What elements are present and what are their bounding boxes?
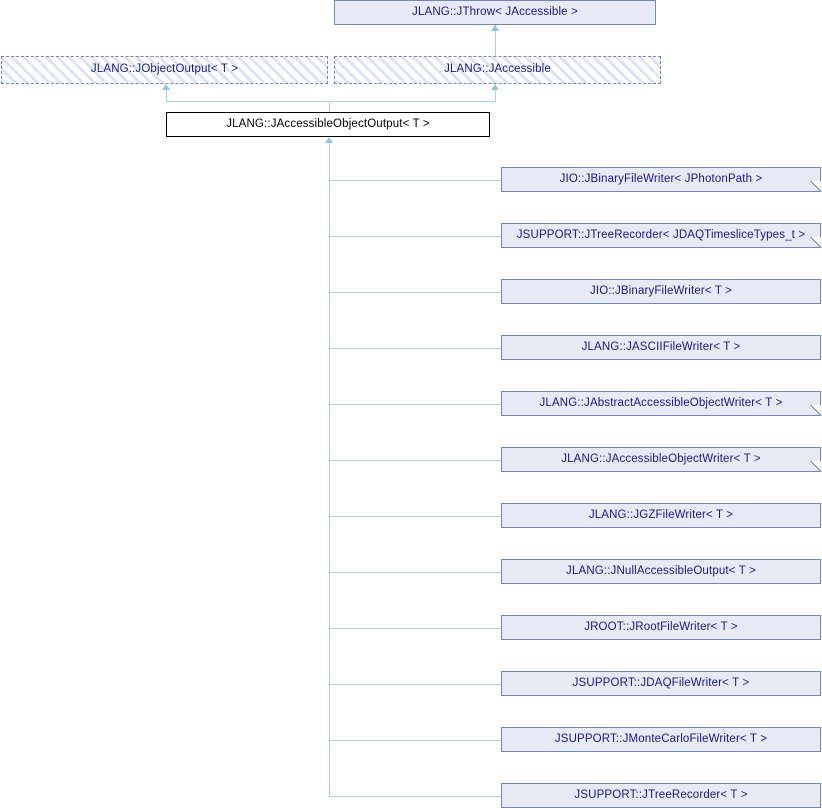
edge-derived-trunk [329, 143, 330, 796]
class-node-label: JLANG::JNullAccessibleOutput< T > [566, 564, 756, 577]
class-node-label: JLANG::JASCIIFileWriter< T > [581, 340, 741, 353]
arrowhead-jaccessible [491, 84, 499, 90]
edge-branch-d11 [329, 740, 501, 741]
class-node-label: JIO::JBinaryFileWriter< T > [589, 284, 733, 297]
edge-branch-d12 [329, 796, 501, 797]
arrowhead-jobjectoutput [162, 84, 170, 90]
class-node-d11[interactable]: JSUPPORT::JMonteCarloFileWriter< T > [501, 727, 821, 752]
class-node-label: JLANG::JThrow< JAccessible > [412, 5, 578, 18]
edge-focus-to-jaccessible-run [329, 101, 496, 102]
class-node-d3[interactable]: JIO::JBinaryFileWriter< T > [501, 279, 821, 304]
class-node-focus[interactable]: JLANG::JAccessibleObjectOutput< T > [166, 112, 490, 137]
class-node-label: JLANG::JAccessibleObjectOutput< T > [226, 117, 430, 130]
edge-branch-d10 [329, 684, 501, 685]
arrowhead-focus-from-derived [325, 137, 333, 143]
class-node-label: JIO::JBinaryFileWriter< JPhotonPath > [559, 172, 763, 185]
class-node-label: JLANG::JObjectOutput< T > [90, 63, 239, 76]
class-node-label: JLANG::JGZFileWriter< T > [588, 508, 734, 521]
edge-branch-d7 [329, 516, 501, 517]
class-node-label: JLANG::JAbstractAccessibleObjectWriter< … [539, 396, 783, 409]
edge-branch-d4 [329, 348, 501, 349]
class-node-d9[interactable]: JROOT::JRootFileWriter< T > [501, 615, 821, 640]
class-node-d5[interactable]: JLANG::JAbstractAccessibleObjectWriter< … [501, 391, 821, 416]
class-node-d8[interactable]: JLANG::JNullAccessibleOutput< T > [501, 559, 821, 584]
class-node-d1[interactable]: JIO::JBinaryFileWriter< JPhotonPath > [501, 167, 821, 192]
edge-focus-to-jaccessible-riser [495, 90, 496, 102]
class-node-label: JSUPPORT::JDAQFileWriter< T > [572, 676, 750, 689]
edge-branch-d5 [329, 404, 501, 405]
edge-branch-d1 [329, 180, 501, 181]
class-node-label: JLANG::JAccessibleObjectWriter< T > [561, 452, 761, 465]
class-node-label: JSUPPORT::JTreeRecorder< JDAQTimesliceTy… [516, 228, 806, 241]
class-node-jthrow[interactable]: JLANG::JThrow< JAccessible > [334, 0, 656, 25]
class-node-d2[interactable]: JSUPPORT::JTreeRecorder< JDAQTimesliceTy… [501, 223, 821, 248]
edge-jaccessible-to-jthrow [495, 25, 496, 56]
class-node-label: JROOT::JRootFileWriter< T > [584, 620, 738, 633]
class-node-d7[interactable]: JLANG::JGZFileWriter< T > [501, 503, 821, 528]
edge-branch-d2 [329, 236, 501, 237]
class-node-d4[interactable]: JLANG::JASCIIFileWriter< T > [501, 335, 821, 360]
edge-focus-to-jobjectoutput-riser [166, 90, 167, 102]
class-node-jobjectout[interactable]: JLANG::JObjectOutput< T > [1, 56, 328, 84]
edge-focus-top-stub [329, 101, 330, 113]
class-node-d12[interactable]: JSUPPORT::JTreeRecorder< T > [501, 783, 821, 808]
edge-branch-d9 [329, 628, 501, 629]
edge-branch-d8 [329, 572, 501, 573]
class-node-d10[interactable]: JSUPPORT::JDAQFileWriter< T > [501, 671, 821, 696]
class-node-label: JLANG::JAccessible [444, 63, 551, 76]
edge-branch-d3 [329, 292, 501, 293]
edge-branch-d6 [329, 460, 501, 461]
class-node-label: JSUPPORT::JMonteCarloFileWriter< T > [554, 732, 768, 745]
class-node-d6[interactable]: JLANG::JAccessibleObjectWriter< T > [501, 447, 821, 472]
class-node-jaccessible[interactable]: JLANG::JAccessible [334, 56, 661, 84]
edge-focus-to-jobjectoutput-run [166, 101, 329, 102]
class-node-label: JSUPPORT::JTreeRecorder< T > [574, 788, 748, 801]
arrowhead-jthrow [491, 25, 499, 31]
